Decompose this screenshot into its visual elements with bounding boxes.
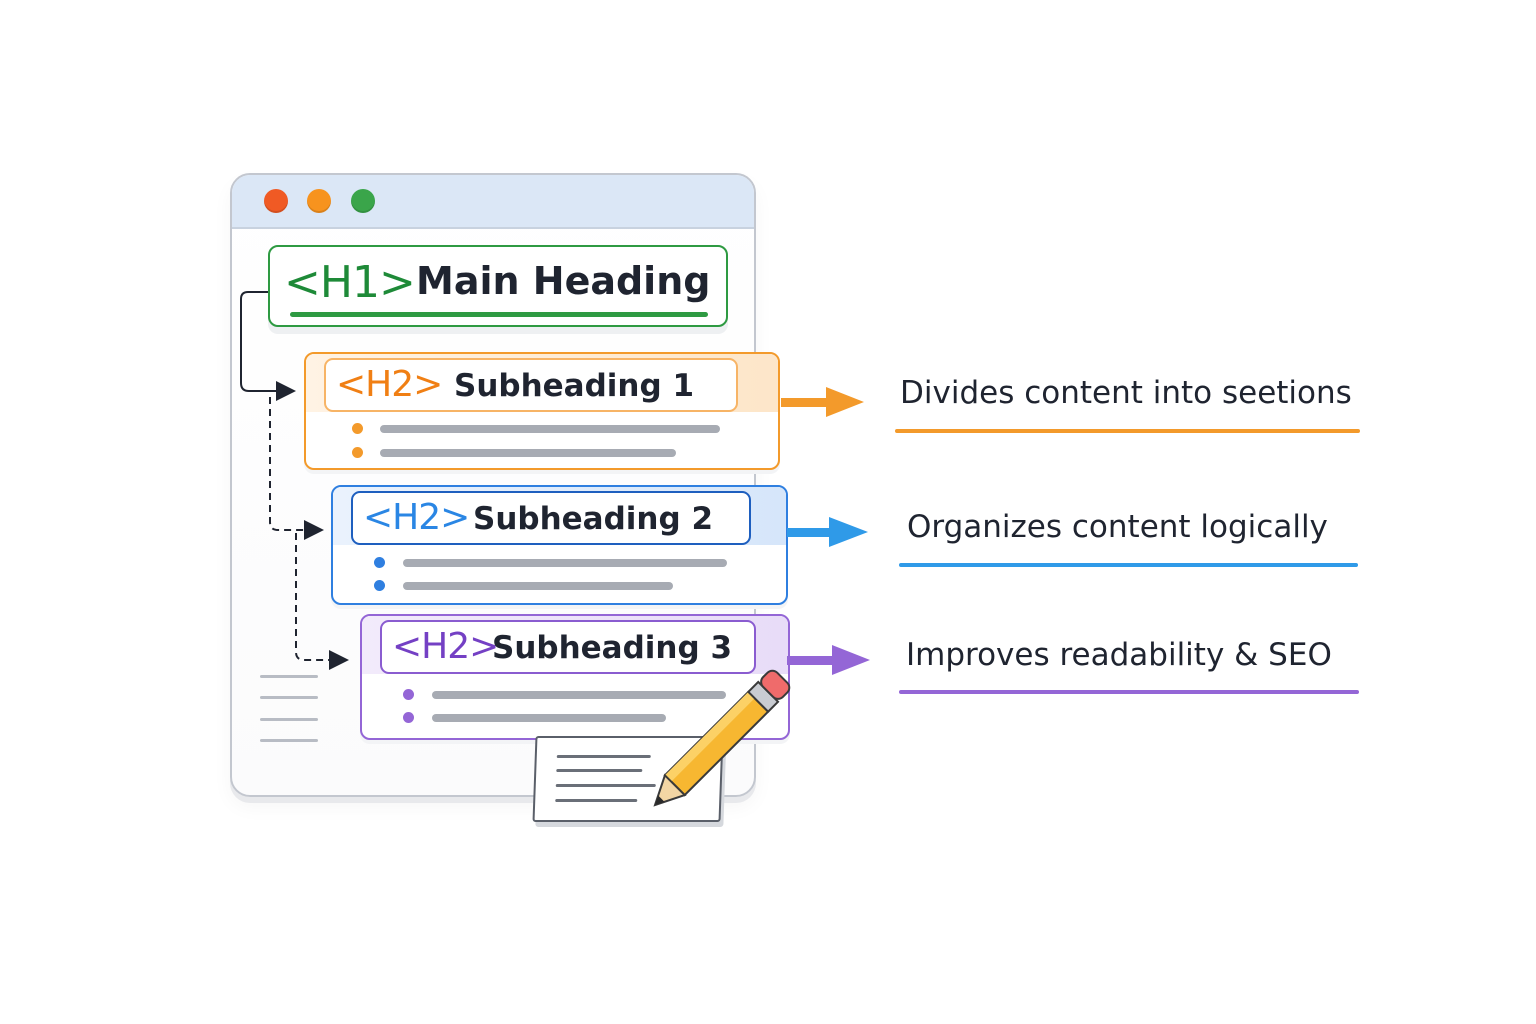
h2-tag: <H2>	[336, 364, 443, 405]
text-placeholder-bar	[432, 691, 726, 699]
text-placeholder-bar	[403, 559, 727, 567]
bullet-dot	[352, 447, 363, 458]
subheading-pill: <H2> Subheading 1	[324, 358, 738, 412]
description-text-3: Improves readability & SEO	[906, 637, 1332, 673]
sidebar-text-line	[260, 718, 318, 721]
description-underline	[899, 690, 1359, 694]
h1-heading-card: <H1> Main Heading	[268, 245, 728, 327]
description-text-2: Organizes content logically	[907, 509, 1328, 545]
close-dot-icon[interactable]	[264, 189, 288, 213]
bullet-dot	[403, 689, 414, 700]
minimize-dot-icon[interactable]	[307, 189, 331, 213]
bullet-dot	[352, 423, 363, 434]
text-placeholder-bar	[380, 449, 676, 457]
main-heading-text: Main Heading	[416, 259, 711, 303]
sidebar-text-line	[260, 696, 318, 699]
h2-chain-connector	[295, 533, 349, 670]
window-titlebar	[232, 175, 754, 229]
text-placeholder-bar	[403, 582, 673, 590]
subheading-pill: <H2> Subheading 2	[351, 491, 751, 545]
h1-tag: <H1>	[284, 257, 416, 308]
h1-underline	[290, 312, 708, 317]
subheading-text: Subheading 3	[492, 630, 733, 666]
bullet-dot	[403, 712, 414, 723]
arrow-icon	[781, 387, 864, 417]
subheading-text: Subheading 1	[454, 368, 695, 404]
description-underline	[895, 429, 1360, 433]
description-underline	[899, 563, 1358, 567]
subheading-pill: <H2> Subheading 3	[380, 620, 756, 674]
h2-subheading-card-3: <H2> Subheading 3	[360, 614, 790, 740]
arrow-icon	[787, 645, 870, 675]
bullet-dot	[374, 557, 385, 568]
sidebar-text-line	[260, 675, 318, 678]
subheading-text: Subheading 2	[473, 501, 714, 537]
text-placeholder-bar	[380, 425, 720, 433]
h2-tag: <H2>	[392, 626, 499, 667]
h2-subheading-card-1: <H2> Subheading 1	[304, 352, 780, 470]
arrow-icon	[787, 517, 868, 547]
h1-to-h2-connector	[240, 291, 296, 401]
h2-tag: <H2>	[363, 497, 470, 538]
description-text-1: Divides content into seetions	[900, 375, 1352, 411]
h2-subheading-card-2: <H2> Subheading 2	[331, 485, 788, 605]
bullet-dot	[374, 580, 385, 591]
h2-chain-connector	[269, 397, 324, 540]
maximize-dot-icon[interactable]	[351, 189, 375, 213]
sidebar-text-line	[260, 739, 318, 742]
text-placeholder-bar	[432, 714, 666, 722]
